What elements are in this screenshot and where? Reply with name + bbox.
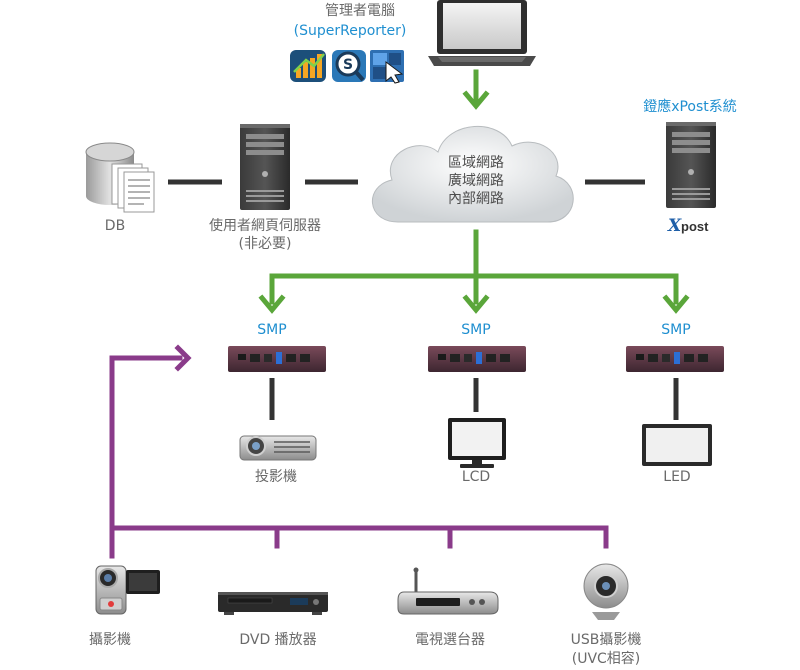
- led-label: LED: [663, 469, 691, 485]
- lcd-label: LCD: [461, 469, 491, 485]
- arrowhead-smp1: [258, 294, 286, 314]
- webserver-label: 使用者網頁伺服器: [209, 218, 321, 234]
- xpost-logo-text: post: [681, 219, 709, 234]
- webcam-icon: [583, 563, 629, 620]
- bar-chart-icon: [290, 50, 326, 82]
- dvd-player-label: DVD 播放器: [239, 632, 317, 648]
- xpost-logo-x: X: [668, 216, 682, 236]
- smp-label-3: SMP: [661, 322, 691, 338]
- arrowhead-smp3: [662, 294, 690, 314]
- smp-label-2: SMP: [461, 322, 491, 338]
- xpost-system-title: 鐙應xPost系統: [643, 99, 737, 115]
- admin-arrowhead: [462, 90, 490, 110]
- cloud-icon: [372, 125, 574, 223]
- cursor-window-icon: [370, 50, 404, 84]
- admin-software-label: (SuperReporter): [293, 23, 407, 39]
- database-icon: [85, 142, 155, 213]
- smp-device-icon: [626, 346, 724, 372]
- smp-device-icon: [428, 346, 526, 372]
- led-panel-icon: [642, 424, 712, 466]
- webcam-note: (UVC相容): [571, 651, 641, 667]
- svg-text:S: S: [343, 57, 353, 73]
- admin-pc-title: 管理者電腦: [325, 3, 395, 19]
- smp-device-icon: [228, 346, 326, 372]
- dark-connectors: [168, 179, 679, 420]
- tv-tuner-label: 電視選台器: [415, 632, 485, 648]
- network-lines: [258, 69, 690, 314]
- camcorder-icon: [95, 565, 160, 615]
- cloud-line-lan: 區域網路: [448, 155, 504, 171]
- webcam-label: USB攝影機: [570, 632, 642, 648]
- video-lines: [109, 344, 609, 559]
- projector-label: 投影機: [255, 469, 297, 485]
- xpost-logo: X post: [664, 214, 724, 238]
- video-arrowhead: [174, 344, 192, 372]
- cloud-line-wan: 廣域網路: [448, 173, 504, 189]
- xpost-server-icon: [666, 122, 716, 208]
- web-server-icon: [240, 124, 290, 210]
- laptop-icon: [428, 0, 536, 66]
- projector-icon: [239, 435, 317, 461]
- smp-label-1: SMP: [257, 322, 287, 338]
- cloud-line-intranet: 內部網路: [448, 191, 504, 207]
- magnifier-s-icon: S: [332, 50, 366, 82]
- tv-tuner-icon: [397, 567, 499, 615]
- camcorder-label: 攝影機: [89, 632, 131, 648]
- db-label: DB: [104, 218, 126, 234]
- lcd-monitor-icon: [448, 418, 506, 468]
- arrowhead-smp2: [462, 294, 490, 314]
- dvd-player-icon: [218, 592, 328, 615]
- webserver-note: (非必要): [238, 236, 292, 252]
